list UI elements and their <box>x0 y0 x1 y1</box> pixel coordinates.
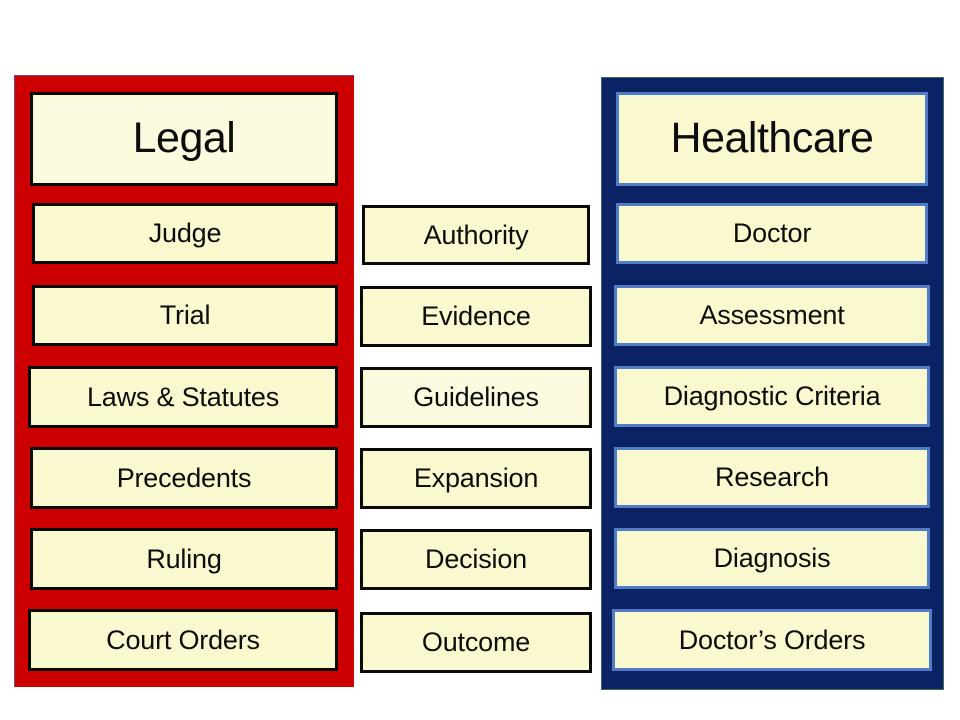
healthcare-item-diagnostic-criteria[interactable]: Diagnostic Criteria <box>614 366 930 427</box>
legal-item-precedents[interactable]: Precedents <box>30 447 338 509</box>
legal-item-court-orders[interactable]: Court Orders <box>28 609 338 671</box>
legal-item-laws-statutes-label: Laws & Statutes <box>86 381 280 412</box>
healthcare-item-doctor-label: Doctor <box>732 218 812 249</box>
healthcare-item-doctors-orders-label: Doctor’s Orders <box>678 624 866 655</box>
healthcare-item-doctor[interactable]: Doctor <box>616 203 928 264</box>
legal-header-box[interactable]: Legal <box>30 92 338 186</box>
healthcare-item-diagnosis-label: Diagnosis <box>713 543 831 574</box>
middle-item-expansion[interactable]: Expansion <box>360 448 592 509</box>
middle-item-evidence[interactable]: Evidence <box>360 286 592 347</box>
middle-item-authority-label: Authority <box>423 219 529 250</box>
healthcare-header-label: Healthcare <box>670 114 874 163</box>
middle-item-evidence-label: Evidence <box>421 301 531 332</box>
healthcare-item-research[interactable]: Research <box>614 447 930 508</box>
middle-item-guidelines-label: Guidelines <box>413 382 539 413</box>
legal-item-precedents-label: Precedents <box>116 462 252 493</box>
legal-item-judge[interactable]: Judge <box>32 203 338 264</box>
healthcare-item-diagnostic-criteria-label: Diagnostic Criteria <box>663 381 881 412</box>
legal-item-ruling[interactable]: Ruling <box>30 528 338 590</box>
legal-header-label: Legal <box>132 114 236 163</box>
healthcare-item-research-label: Research <box>715 462 829 493</box>
middle-item-outcome[interactable]: Outcome <box>360 612 592 673</box>
middle-item-outcome-label: Outcome <box>421 627 531 658</box>
middle-item-guidelines[interactable]: Guidelines <box>360 367 592 428</box>
healthcare-header-box[interactable]: Healthcare <box>616 92 928 186</box>
middle-item-authority[interactable]: Authority <box>362 205 590 265</box>
legal-item-trial[interactable]: Trial <box>32 285 338 346</box>
legal-item-ruling-label: Ruling <box>146 543 222 574</box>
healthcare-item-doctors-orders[interactable]: Doctor’s Orders <box>612 609 932 671</box>
middle-item-decision[interactable]: Decision <box>360 529 592 590</box>
legal-item-trial-label: Trial <box>159 300 211 331</box>
legal-item-laws-statutes[interactable]: Laws & Statutes <box>28 366 338 428</box>
middle-item-expansion-label: Expansion <box>413 463 539 494</box>
middle-item-decision-label: Decision <box>425 544 527 575</box>
healthcare-item-diagnosis[interactable]: Diagnosis <box>614 528 930 589</box>
legal-item-judge-label: Judge <box>148 218 222 249</box>
legal-item-court-orders-label: Court Orders <box>106 624 260 655</box>
healthcare-item-assessment[interactable]: Assessment <box>614 285 930 346</box>
healthcare-item-assessment-label: Assessment <box>699 300 845 331</box>
